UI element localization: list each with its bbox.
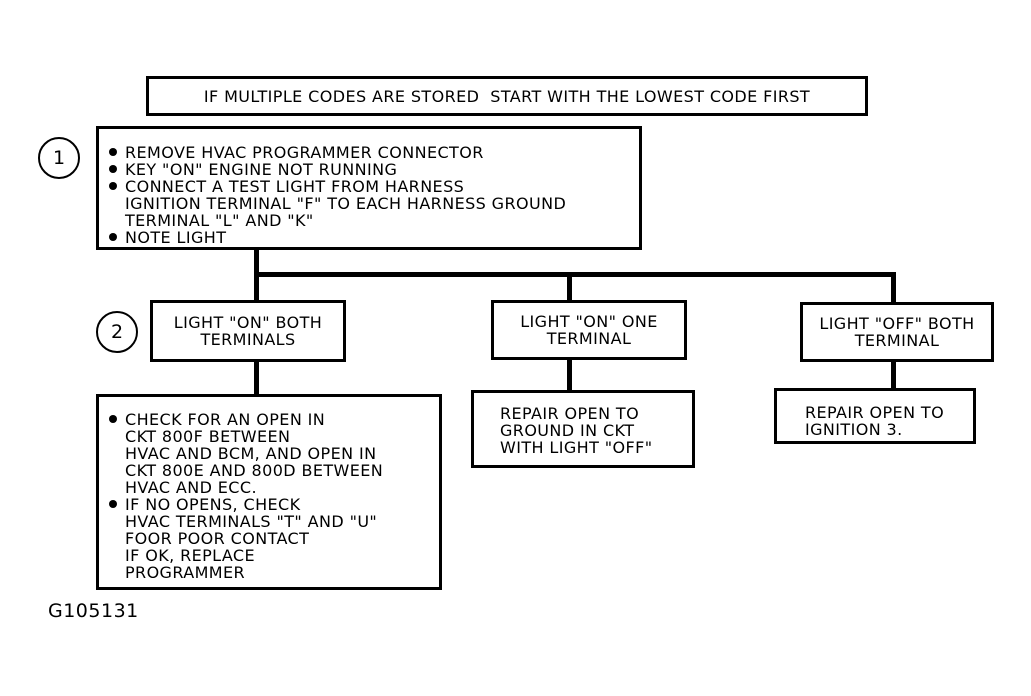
result-text-both-off: LIGHT "OFF" BOTH TERMINAL	[819, 314, 975, 350]
figure-id: G105131	[48, 600, 139, 622]
connector-step1-down	[254, 246, 259, 276]
connector-to-result-right	[891, 272, 896, 304]
connector-to-result-left	[254, 272, 259, 302]
step1-instructions-box: REMOVE HVAC PROGRAMMER CONNECTOR KEY "ON…	[96, 126, 642, 250]
action-box-right: REPAIR OPEN TO IGNITION 3.	[774, 388, 976, 444]
action-right-text: REPAIR OPEN TO IGNITION 3.	[805, 403, 945, 439]
connector-result-middle-down	[567, 356, 572, 394]
step1-instruction: REMOVE HVAC PROGRAMMER CONNECTOR	[105, 144, 633, 161]
result-text-one-on: LIGHT "ON" ONE TERMINAL	[520, 312, 658, 348]
action-left-item: CHECK FOR AN OPEN IN CKT 800F BETWEEN HV…	[105, 411, 433, 496]
step-1-marker: 1	[38, 137, 80, 179]
header-note-text: IF MULTIPLE CODES ARE STORED START WITH …	[203, 86, 811, 106]
result-box-both-off: LIGHT "OFF" BOTH TERMINAL	[800, 302, 994, 362]
action-box-middle: REPAIR OPEN TO GROUND IN CKT WITH LIGHT …	[471, 390, 695, 468]
step1-instruction: NOTE LIGHT	[105, 229, 633, 246]
result-box-one-on: LIGHT "ON" ONE TERMINAL	[491, 300, 687, 360]
step-2-label: 2	[110, 321, 124, 343]
action-left-list: CHECK FOR AN OPEN IN CKT 800F BETWEEN HV…	[105, 411, 433, 581]
action-box-left: CHECK FOR AN OPEN IN CKT 800F BETWEEN HV…	[96, 394, 442, 590]
connector-to-result-middle	[567, 272, 572, 302]
connector-result-left-down	[254, 358, 259, 398]
action-middle-text: REPAIR OPEN TO GROUND IN CKT WITH LIGHT …	[500, 404, 653, 457]
step1-instruction: CONNECT A TEST LIGHT FROM HARNESS IGNITI…	[105, 178, 633, 229]
step-2-marker: 2	[96, 311, 138, 353]
connector-result-right-down	[891, 358, 896, 392]
result-text-both-on: LIGHT "ON" BOTH TERMINALS	[173, 313, 323, 349]
step1-instructions-list: REMOVE HVAC PROGRAMMER CONNECTOR KEY "ON…	[105, 144, 633, 246]
connector-horizontal	[254, 272, 896, 277]
result-box-both-on: LIGHT "ON" BOTH TERMINALS	[150, 300, 346, 362]
step1-instruction: KEY "ON" ENGINE NOT RUNNING	[105, 161, 633, 178]
step-1-label: 1	[52, 147, 66, 169]
action-left-item: IF NO OPENS, CHECK HVAC TERMINALS "T" AN…	[105, 496, 433, 581]
header-note-box: IF MULTIPLE CODES ARE STORED START WITH …	[146, 76, 868, 116]
